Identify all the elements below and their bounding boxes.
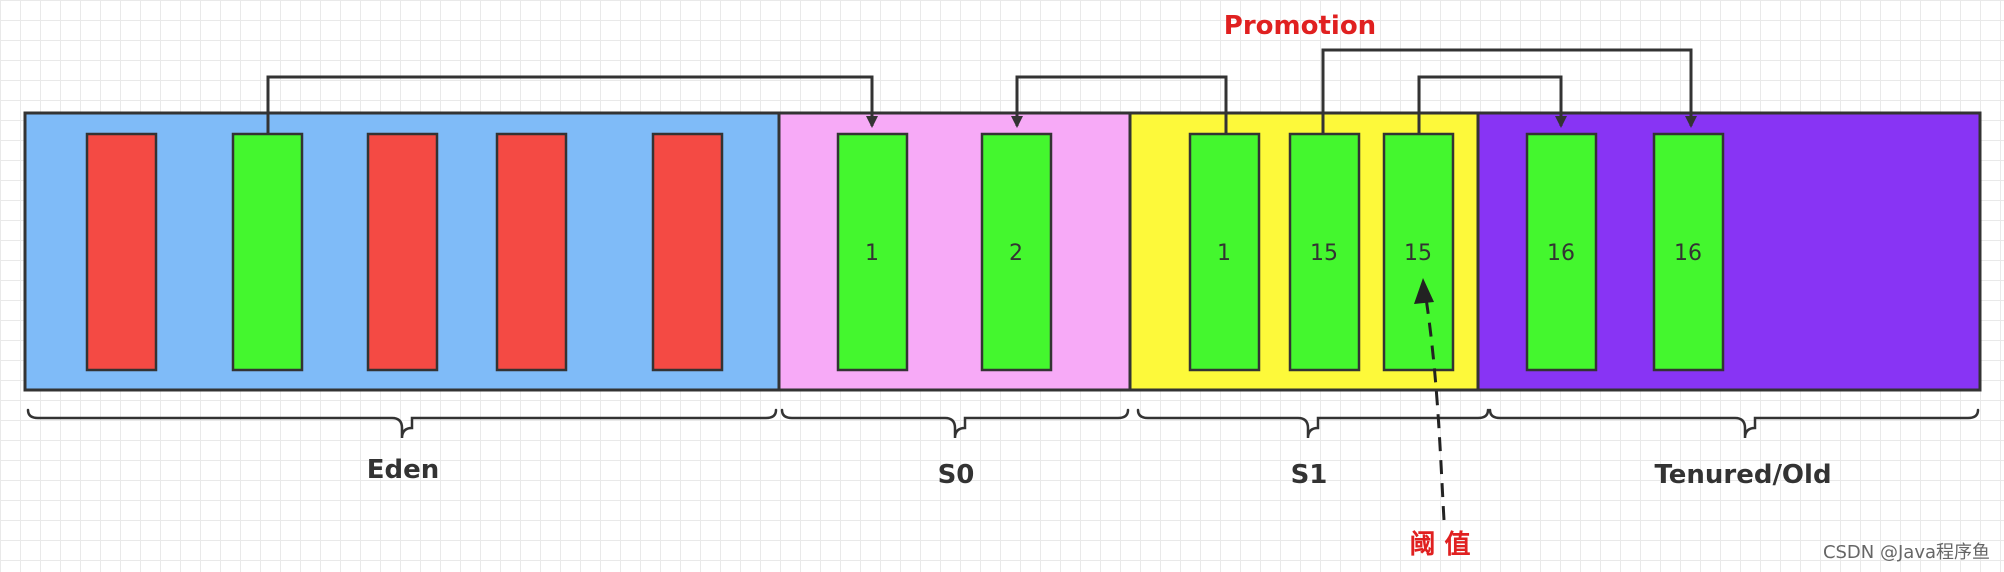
tenured-label: Tenured/Old (1654, 460, 1831, 490)
eden-dead-object (495, 132, 568, 372)
eden-brace (26, 408, 778, 439)
eden-label: Eden (367, 455, 440, 485)
s0-label: S0 (938, 460, 975, 490)
object-age-label: 2 (1009, 241, 1023, 266)
threshold-arrowhead (1414, 278, 1434, 304)
s1-object-age-15-threshold (1382, 132, 1455, 372)
tenured-object-age-16 (1652, 132, 1725, 372)
s1-object-age-1 (1188, 132, 1261, 372)
object-age-label: 16 (1547, 241, 1575, 266)
threshold-dashed-arrow (1424, 297, 1446, 521)
eden-live-object (231, 132, 304, 372)
object-age-label: 15 (1310, 241, 1338, 266)
eden-dead-object (651, 132, 724, 372)
promotion-arrow (1321, 48, 1697, 134)
s0-object-age-2 (980, 132, 1053, 372)
s1-brace (1136, 408, 1490, 439)
s0-brace (780, 408, 1130, 439)
eden-dead-object (85, 132, 158, 372)
object-age-label: 1 (865, 241, 879, 266)
object-age-label: 1 (1217, 241, 1231, 266)
promotion-label: Promotion (1224, 11, 1376, 41)
tenured-object-age-16 (1525, 132, 1598, 372)
s0-object-age-1 (836, 132, 909, 372)
threshold-label: 阈 值 (1409, 530, 1470, 560)
s0-region (777, 111, 1132, 392)
eden-dead-object (366, 132, 439, 372)
s1-to-s0-arrow (1011, 75, 1228, 134)
watermark: CSDN @Java程序鱼 (1823, 542, 1990, 563)
s1-object-age-15 (1288, 132, 1361, 372)
tenured-brace (1488, 408, 1980, 439)
threshold-promotion-arrow (1417, 75, 1567, 134)
eden-to-s0-arrow (266, 75, 878, 134)
object-age-label: 15 (1404, 241, 1432, 266)
s1-label: S1 (1291, 460, 1328, 490)
object-age-label: 16 (1674, 241, 1702, 266)
